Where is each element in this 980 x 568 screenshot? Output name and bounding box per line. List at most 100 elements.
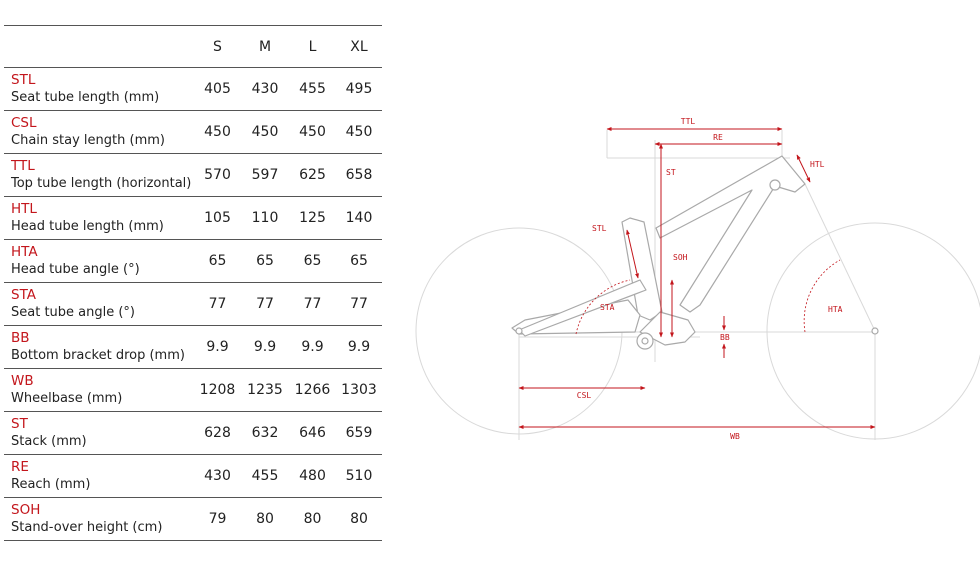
row-description: Head tube length (mm) — [11, 219, 164, 234]
value-cell-l: 625 — [299, 167, 326, 183]
value-cell-l: 65 — [303, 253, 322, 269]
value-cell-l: 455 — [299, 81, 326, 97]
row-label-cell: RE Reach (mm) — [4, 455, 194, 498]
geometry-row-soh: SOH Stand-over height (cm) 79 80 80 80 — [4, 498, 382, 541]
value-cell-l: 80 — [303, 511, 322, 527]
row-label-cell: BB Bottom bracket drop (mm) — [4, 326, 194, 369]
csl-label: CSL — [577, 391, 592, 400]
row-abbreviation: HTL — [11, 201, 37, 217]
value-cell-m: 110 — [251, 210, 279, 226]
value-cell-xl: 9.9 — [347, 339, 371, 355]
re-label: RE — [713, 133, 723, 142]
bb-label: BB — [720, 333, 730, 342]
row-abbreviation: TTL — [11, 158, 35, 174]
size-header-row: S M L XL — [4, 25, 382, 68]
row-abbreviation: BB — [11, 330, 30, 346]
geometry-row-hta: HTA Head tube angle (°) 65 65 65 65 — [4, 240, 382, 283]
value-cell-l: 1266 — [294, 382, 331, 398]
stl-label: STL — [592, 224, 607, 233]
row-description: Chain stay length (mm) — [11, 133, 165, 148]
value-cell-s: 77 — [208, 296, 227, 312]
st-label: ST — [666, 168, 676, 177]
value-cell-xl: 658 — [345, 167, 373, 183]
value-cell-xl: 65 — [350, 253, 368, 269]
value-cell-s: 570 — [204, 167, 231, 183]
value-cell-m: 1235 — [247, 382, 283, 398]
value-cell-xl: 80 — [350, 511, 368, 527]
htl-label: HTL — [810, 160, 825, 169]
geometry-row-ttl: TTL Top tube length (horizontal) 570 597 625… — [4, 154, 382, 197]
row-description: Head tube angle (°) — [11, 262, 140, 277]
value-cell-m: 632 — [251, 425, 279, 441]
value-cell-xl: 510 — [345, 468, 373, 484]
row-label-cell: TTL Top tube length (horizontal) — [4, 154, 194, 197]
dimension-lines — [518, 127, 876, 429]
hta-label: HTA — [828, 305, 843, 314]
value-cell-l: 480 — [299, 468, 326, 484]
row-abbreviation: WB — [11, 373, 34, 389]
row-label-cell: WB Wheelbase (mm) — [4, 369, 194, 412]
value-cell-s: 450 — [204, 124, 231, 140]
size-header-m: M — [241, 25, 289, 68]
row-abbreviation: ST — [11, 416, 28, 432]
value-cell-m: 430 — [251, 81, 279, 97]
row-description: Stack (mm) — [11, 434, 87, 449]
row-label-cell: HTA Head tube angle (°) — [4, 240, 194, 283]
value-cell-xl: 1303 — [341, 382, 377, 398]
value-cell-l: 9.9 — [301, 339, 324, 355]
row-description: Wheelbase (mm) — [11, 391, 123, 406]
value-cell-m: 65 — [256, 253, 274, 269]
row-label-cell: SOH Stand-over height (cm) — [4, 498, 194, 541]
row-description: Top tube length (horizontal) — [11, 176, 192, 191]
value-cell-s: 9.9 — [206, 339, 229, 355]
value-cell-l: 646 — [299, 425, 326, 441]
value-cell-s: 105 — [204, 210, 231, 226]
row-description: Reach (mm) — [11, 477, 91, 492]
row-abbreviation: RE — [11, 459, 29, 475]
value-cell-s: 79 — [208, 511, 227, 527]
row-description: Bottom bracket drop (mm) — [11, 348, 185, 363]
value-cell-l: 450 — [299, 124, 326, 140]
value-cell-xl: 659 — [345, 425, 373, 441]
value-cell-s: 405 — [204, 81, 231, 97]
value-cell-s: 628 — [204, 425, 231, 441]
row-abbreviation: CSL — [11, 115, 37, 131]
row-description: Seat tube angle (°) — [11, 305, 136, 320]
value-cell-xl: 77 — [350, 296, 368, 312]
value-cell-xl: 140 — [345, 210, 373, 226]
size-header-xl: XL — [336, 25, 382, 68]
row-description: Stand-over height (cm) — [11, 520, 163, 535]
row-abbreviation: STA — [11, 287, 37, 303]
row-description: Seat tube length (mm) — [11, 90, 160, 105]
size-header-l: L — [289, 25, 336, 68]
bike-frame — [511, 155, 879, 350]
ttl-label: TTL — [681, 117, 696, 126]
value-cell-s: 65 — [208, 253, 227, 269]
wb-label: WB — [730, 432, 740, 441]
sta-label: STA — [600, 303, 615, 312]
value-cell-m: 80 — [256, 511, 274, 527]
size-header-s: S — [194, 25, 241, 68]
geometry-row-st: ST Stack (mm) 628 632 646 659 — [4, 412, 382, 455]
row-label-cell: ST Stack (mm) — [4, 412, 194, 455]
row-abbreviation: HTA — [11, 244, 38, 260]
row-abbreviation: SOH — [11, 502, 41, 518]
row-label-cell: CSL Chain stay length (mm) — [4, 111, 194, 154]
row-label-cell: STL Seat tube length (mm) — [4, 68, 194, 111]
value-cell-m: 77 — [256, 296, 274, 312]
value-cell-m: 597 — [251, 167, 279, 183]
hta-angle-arc — [803, 259, 841, 333]
bike-geometry-diagram: TTL RE ST HTL STL SOH STA HTA BB CSL WB — [415, 117, 980, 441]
row-label-cell: STA Seat tube angle (°) — [4, 283, 194, 326]
sta-angle-arc — [575, 279, 631, 335]
row-abbreviation: STL — [11, 72, 36, 88]
row-label-cell: HTL Head tube length (mm) — [4, 197, 194, 240]
